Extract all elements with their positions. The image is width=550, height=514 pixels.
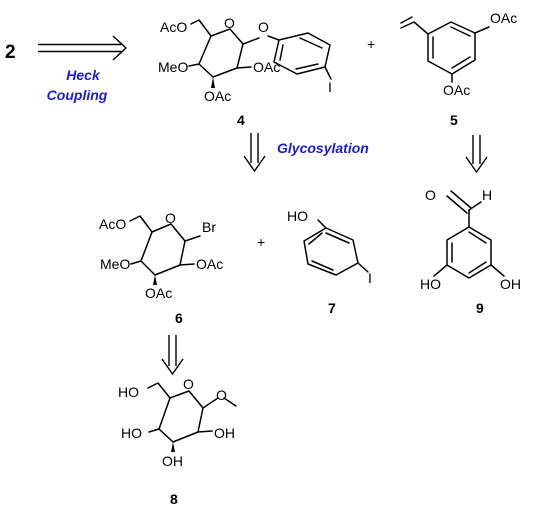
compound-6-oac-c3: OAc <box>145 285 172 301</box>
compound-8-ring-o: O <box>183 376 194 392</box>
compound-4-oac-c2: OAc <box>253 59 280 75</box>
compound-4-acetoxymethyl: AcO <box>160 19 187 35</box>
compound-5-number: 5 <box>450 112 458 128</box>
compound-4-oac-c3: OAc <box>204 88 231 104</box>
compound-7-number: 7 <box>328 300 336 316</box>
compound-4-number: 4 <box>237 112 245 128</box>
compound-8-glycosidic-o: O <box>216 387 227 403</box>
compound-6-number: 6 <box>175 310 183 326</box>
plus-sign-middle: + <box>257 234 265 250</box>
compound-7-iodo: I <box>368 270 372 286</box>
heck-step-label: Heck <box>66 67 101 83</box>
compound-6-acetoxymethyl: AcO <box>99 216 126 232</box>
compound-8-oh-c2: OH <box>214 425 235 441</box>
compound-9-number: 9 <box>476 300 484 316</box>
retro-arrow-to-8 <box>161 335 184 376</box>
compound-6-methoxy: MeO <box>100 256 130 272</box>
heck-retro-arrow <box>38 35 128 61</box>
compound-7-structure <box>303 219 369 276</box>
compound-8-hydroxymethyl: HO <box>118 384 139 400</box>
compound-4-structure <box>188 19 332 88</box>
plus-sign-top: + <box>367 36 375 52</box>
compound-8-oh-c3: OH <box>162 453 183 469</box>
compound-5-structure <box>400 16 490 83</box>
compound-8-structure <box>147 382 237 452</box>
compound-6-ring-o: O <box>165 210 176 226</box>
coupling-step-label: Coupling <box>47 87 108 103</box>
compound-9-structure <box>433 190 505 279</box>
compound-9-oh-left: HO <box>420 276 441 292</box>
compound-6-oac-c2: OAc <box>196 256 223 272</box>
compound-8-number: 8 <box>170 491 178 507</box>
compound-7-hydroxy: HO <box>287 208 308 224</box>
compound-4-ring-o: O <box>224 15 235 31</box>
compound-9-oh-right: OH <box>500 276 521 292</box>
compound-4-anomeric-o: O <box>258 19 269 35</box>
compound-4-methoxy: MeO <box>158 59 188 75</box>
compound-9-aldehyde-h: H <box>482 187 492 203</box>
compound-9-aldehyde-o: O <box>425 187 436 203</box>
compound-8-oh-c4: HO <box>121 425 142 441</box>
compound-2-label: 2 <box>5 42 16 63</box>
glycosylation-step-label: Glycosylation <box>277 140 369 156</box>
compound-5-oac-top: OAc <box>490 10 517 26</box>
glycosylation-retro-arrow <box>243 133 266 173</box>
compound-4-iodo: I <box>328 79 332 95</box>
compound-6-structure <box>129 215 201 285</box>
compound-5-oac-bottom: OAc <box>443 82 470 98</box>
compound-6-bromo: Br <box>202 219 216 235</box>
retro-arrow-to-9 <box>465 135 488 174</box>
